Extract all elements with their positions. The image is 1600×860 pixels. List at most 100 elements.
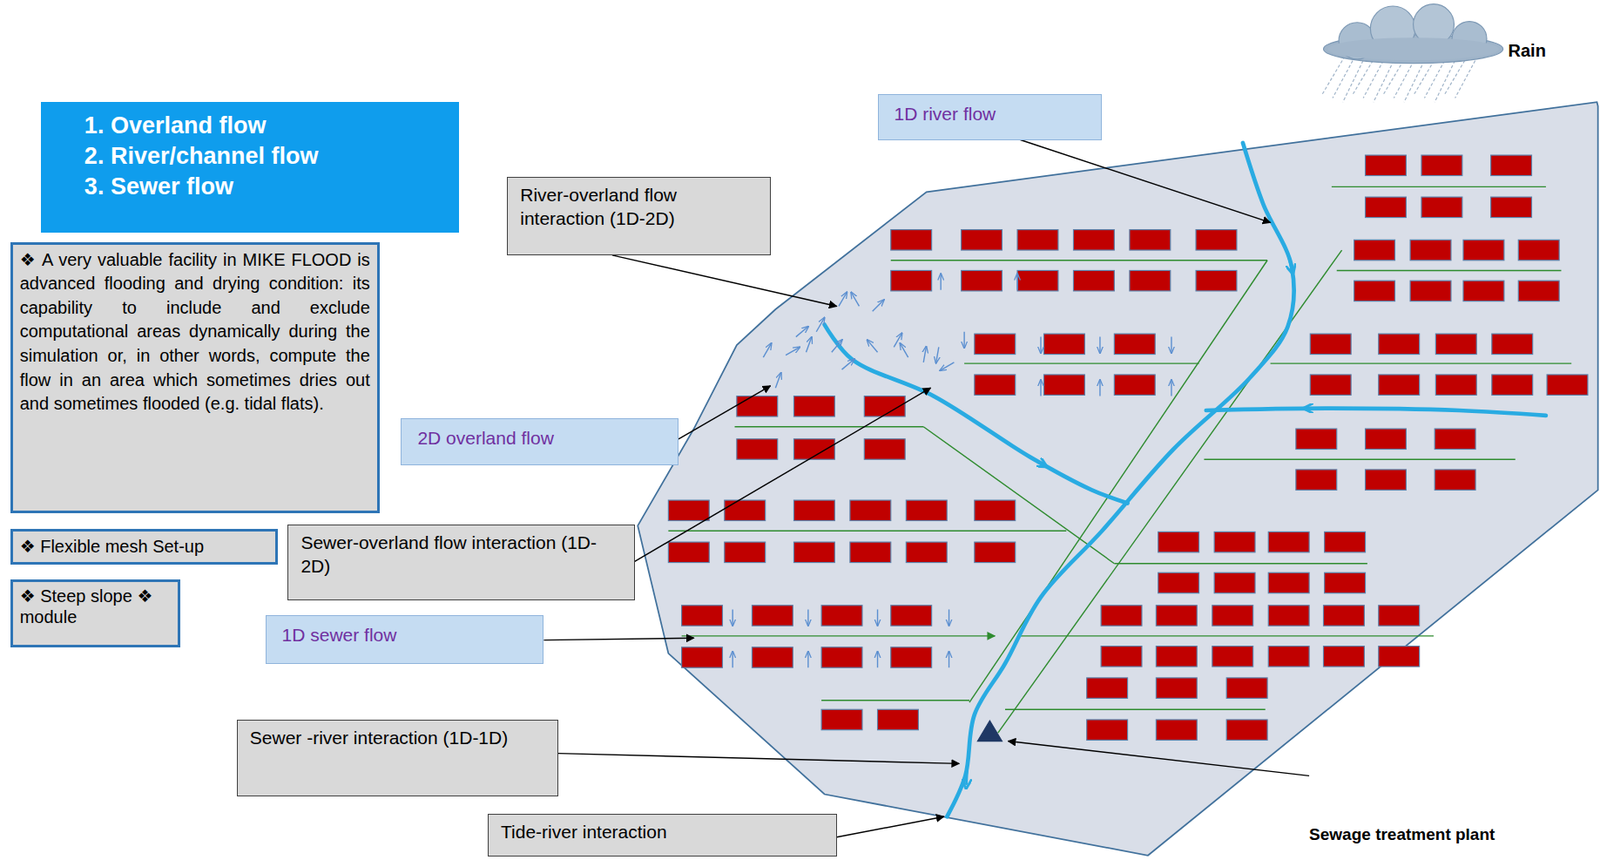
sewer-line	[681, 634, 996, 636]
sewer-line	[964, 362, 1199, 364]
interaction-arrow	[1170, 379, 1172, 397]
building	[1378, 646, 1420, 667]
building	[1214, 572, 1256, 593]
interaction-arrow	[731, 650, 733, 668]
sewer-line	[668, 530, 1067, 532]
building	[1410, 280, 1452, 301]
building	[1324, 531, 1366, 552]
flow-label-box: 1D river flow	[877, 94, 1103, 141]
node-text: 1. Overland flow	[84, 110, 451, 142]
building	[1434, 469, 1476, 490]
building	[1268, 572, 1310, 593]
building	[751, 647, 793, 668]
interaction-arrow	[923, 345, 926, 362]
building	[1158, 531, 1200, 552]
building	[1354, 280, 1396, 301]
building	[891, 647, 932, 668]
sewer-line	[1336, 270, 1562, 271]
interaction-arrow	[877, 650, 878, 668]
leader-arrow	[543, 637, 694, 640]
node-text: 2. River/channel flow	[84, 141, 451, 172]
building	[1086, 677, 1128, 698]
building	[681, 647, 723, 668]
building	[1324, 572, 1366, 593]
building	[1195, 229, 1237, 250]
interaction-arrow	[1016, 273, 1018, 291]
building	[1463, 239, 1505, 260]
building	[1435, 374, 1477, 395]
building	[1309, 374, 1351, 395]
interaction-callout-box: Sewer -river interaction (1D-1D)	[236, 719, 559, 797]
node-text: Sewer -river interaction (1D-1D)	[249, 725, 546, 750]
sewer-line	[735, 425, 925, 427]
interaction-arrow	[1170, 337, 1172, 354]
building	[1044, 374, 1086, 395]
building	[974, 499, 1016, 520]
river-arrow	[1288, 253, 1293, 271]
interaction-arrow	[816, 317, 824, 332]
interaction-arrow	[806, 337, 812, 353]
interaction-arrow	[762, 343, 771, 358]
rain-line	[1322, 55, 1345, 94]
building	[1491, 374, 1533, 395]
building	[1296, 428, 1337, 449]
building	[724, 499, 766, 520]
node-text: 3. Sewer flow	[84, 171, 451, 203]
building	[1309, 333, 1351, 354]
building	[1155, 677, 1197, 698]
building	[1491, 333, 1533, 354]
building	[1158, 572, 1200, 593]
building	[668, 499, 709, 520]
building	[1323, 605, 1365, 626]
rain-label: Rain	[1508, 40, 1546, 61]
sewer-line	[821, 699, 970, 701]
building	[1378, 333, 1420, 354]
building	[1073, 229, 1114, 250]
river-arrow	[1028, 456, 1043, 465]
building	[974, 333, 1016, 354]
building	[793, 396, 835, 417]
building	[1518, 280, 1560, 301]
building	[1268, 646, 1310, 667]
building	[1226, 677, 1268, 698]
leader-arrow	[558, 753, 959, 764]
building	[961, 229, 1003, 250]
building	[1212, 646, 1254, 667]
building	[1365, 155, 1407, 176]
building	[1518, 239, 1560, 260]
building	[1155, 646, 1197, 667]
sewer-line	[1203, 459, 1515, 460]
building	[961, 270, 1003, 291]
interaction-arrow	[850, 291, 859, 306]
interaction-arrow	[936, 346, 939, 363]
river	[1206, 408, 1546, 416]
interaction-arrow	[939, 273, 941, 291]
building	[1378, 605, 1420, 626]
interaction-arrow	[838, 291, 847, 306]
node-text: 2D overland flow	[417, 425, 662, 450]
building	[821, 605, 863, 626]
building	[1195, 270, 1237, 291]
interaction-arrow	[948, 608, 950, 626]
river-arrow	[965, 767, 967, 784]
sewer-line	[923, 426, 1114, 564]
sewer-line	[1331, 186, 1546, 188]
rain-line	[1332, 55, 1356, 98]
building	[736, 438, 778, 460]
sewer-line	[1005, 708, 1266, 710]
building	[1491, 196, 1533, 217]
interaction-arrow	[842, 358, 855, 370]
building	[1113, 333, 1155, 354]
interaction-arrow	[831, 339, 843, 352]
interaction-callout-box: Tide-river interaction	[487, 813, 838, 857]
node-text: 1D sewer flow	[282, 622, 528, 647]
sewer-line	[1270, 362, 1573, 364]
interaction-arrow	[775, 372, 781, 389]
building	[1434, 428, 1476, 449]
sewer-line	[891, 259, 1268, 261]
building	[1365, 428, 1407, 449]
building	[974, 374, 1016, 395]
building	[1129, 270, 1171, 291]
building	[1354, 239, 1396, 260]
